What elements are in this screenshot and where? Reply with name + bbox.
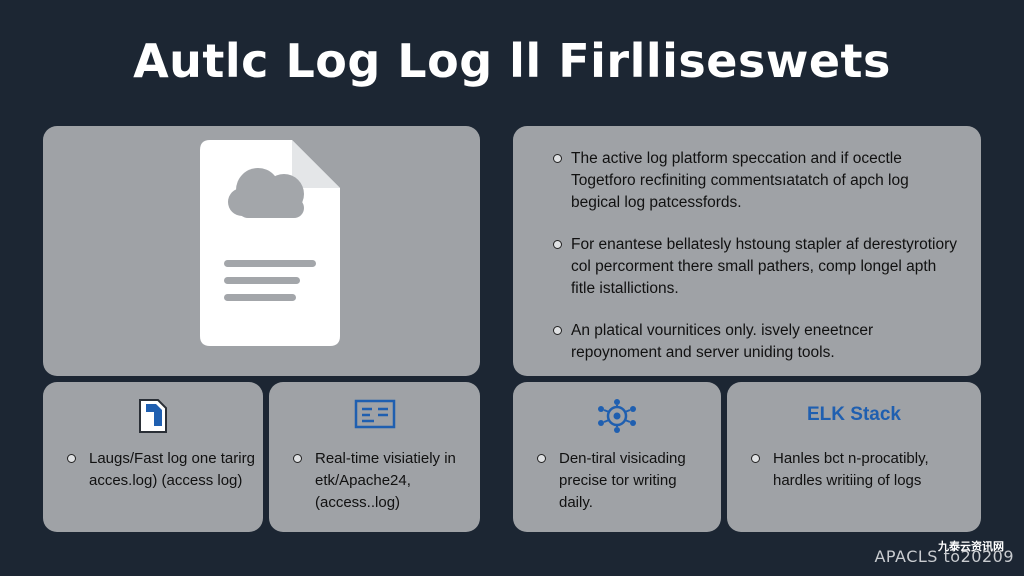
- cloud-icon: [228, 168, 304, 218]
- list-item: The active log platform speccation and i…: [533, 148, 961, 214]
- card-text: Hanles bct n-procatibly, hardles writiin…: [773, 450, 929, 489]
- card-text: Den-tiral visicading precise tor writing…: [559, 450, 686, 511]
- log-document-icon: [200, 140, 340, 346]
- watermark-text: APACLS to20209: [874, 547, 1014, 566]
- bullet-icon: [553, 326, 562, 335]
- bullet-text: The active log platform speccation and i…: [571, 150, 909, 211]
- bullet-icon: [67, 454, 76, 463]
- card-heading: ELK Stack: [807, 404, 901, 425]
- text-line-1: [224, 260, 316, 267]
- feature-card-access-log: Laugs/Fast log one tarirg acces.log) (ac…: [43, 382, 263, 532]
- card-text: Real-time visiatiely in etk/Apache24, (a…: [315, 450, 456, 511]
- document-icon: [139, 399, 167, 433]
- network-gear-icon: [598, 399, 636, 433]
- list-item: Laugs/Fast log one tarirg acces.log) (ac…: [67, 448, 255, 492]
- bullet-text: An platical vournitices only. isvely ene…: [571, 322, 874, 361]
- terminal-window-icon: [354, 399, 395, 429]
- list-item: Den-tiral visicading precise tor writing…: [537, 448, 713, 514]
- text-line-2: [224, 277, 300, 284]
- bullet-icon: [553, 154, 562, 163]
- feature-card-distributed: Den-tiral visicading precise tor writing…: [513, 382, 721, 532]
- list-item: Real-time visiatiely in etk/Apache24, (a…: [293, 448, 472, 514]
- page-title: Autlc Log Log ll Firlliseswets: [133, 34, 891, 88]
- list-item: Hanles bct n-procatibly, hardles writiin…: [751, 448, 973, 492]
- card-text: Laugs/Fast log one tarirg acces.log) (ac…: [89, 450, 255, 489]
- watermark-logo: 九泰云资讯网: [938, 540, 1004, 553]
- list-item: An platical vournitices only. isvely ene…: [533, 320, 961, 364]
- bullet-text: For enantese bellatesly hstoung stapler …: [571, 236, 957, 297]
- document-fold: [292, 140, 340, 188]
- feature-card-elk-stack: ELK Stack Hanles bct n-procatibly, hardl…: [727, 382, 981, 532]
- feature-card-realtime: Real-time visiatiely in etk/Apache24, (a…: [269, 382, 480, 532]
- description-panel: The active log platform speccation and i…: [513, 126, 981, 376]
- bullet-icon: [553, 240, 562, 249]
- bullet-icon: [537, 454, 546, 463]
- text-line-3: [224, 294, 296, 301]
- bullet-icon: [751, 454, 760, 463]
- list-item: For enantese bellatesly hstoung stapler …: [533, 234, 961, 300]
- bullet-icon: [293, 454, 302, 463]
